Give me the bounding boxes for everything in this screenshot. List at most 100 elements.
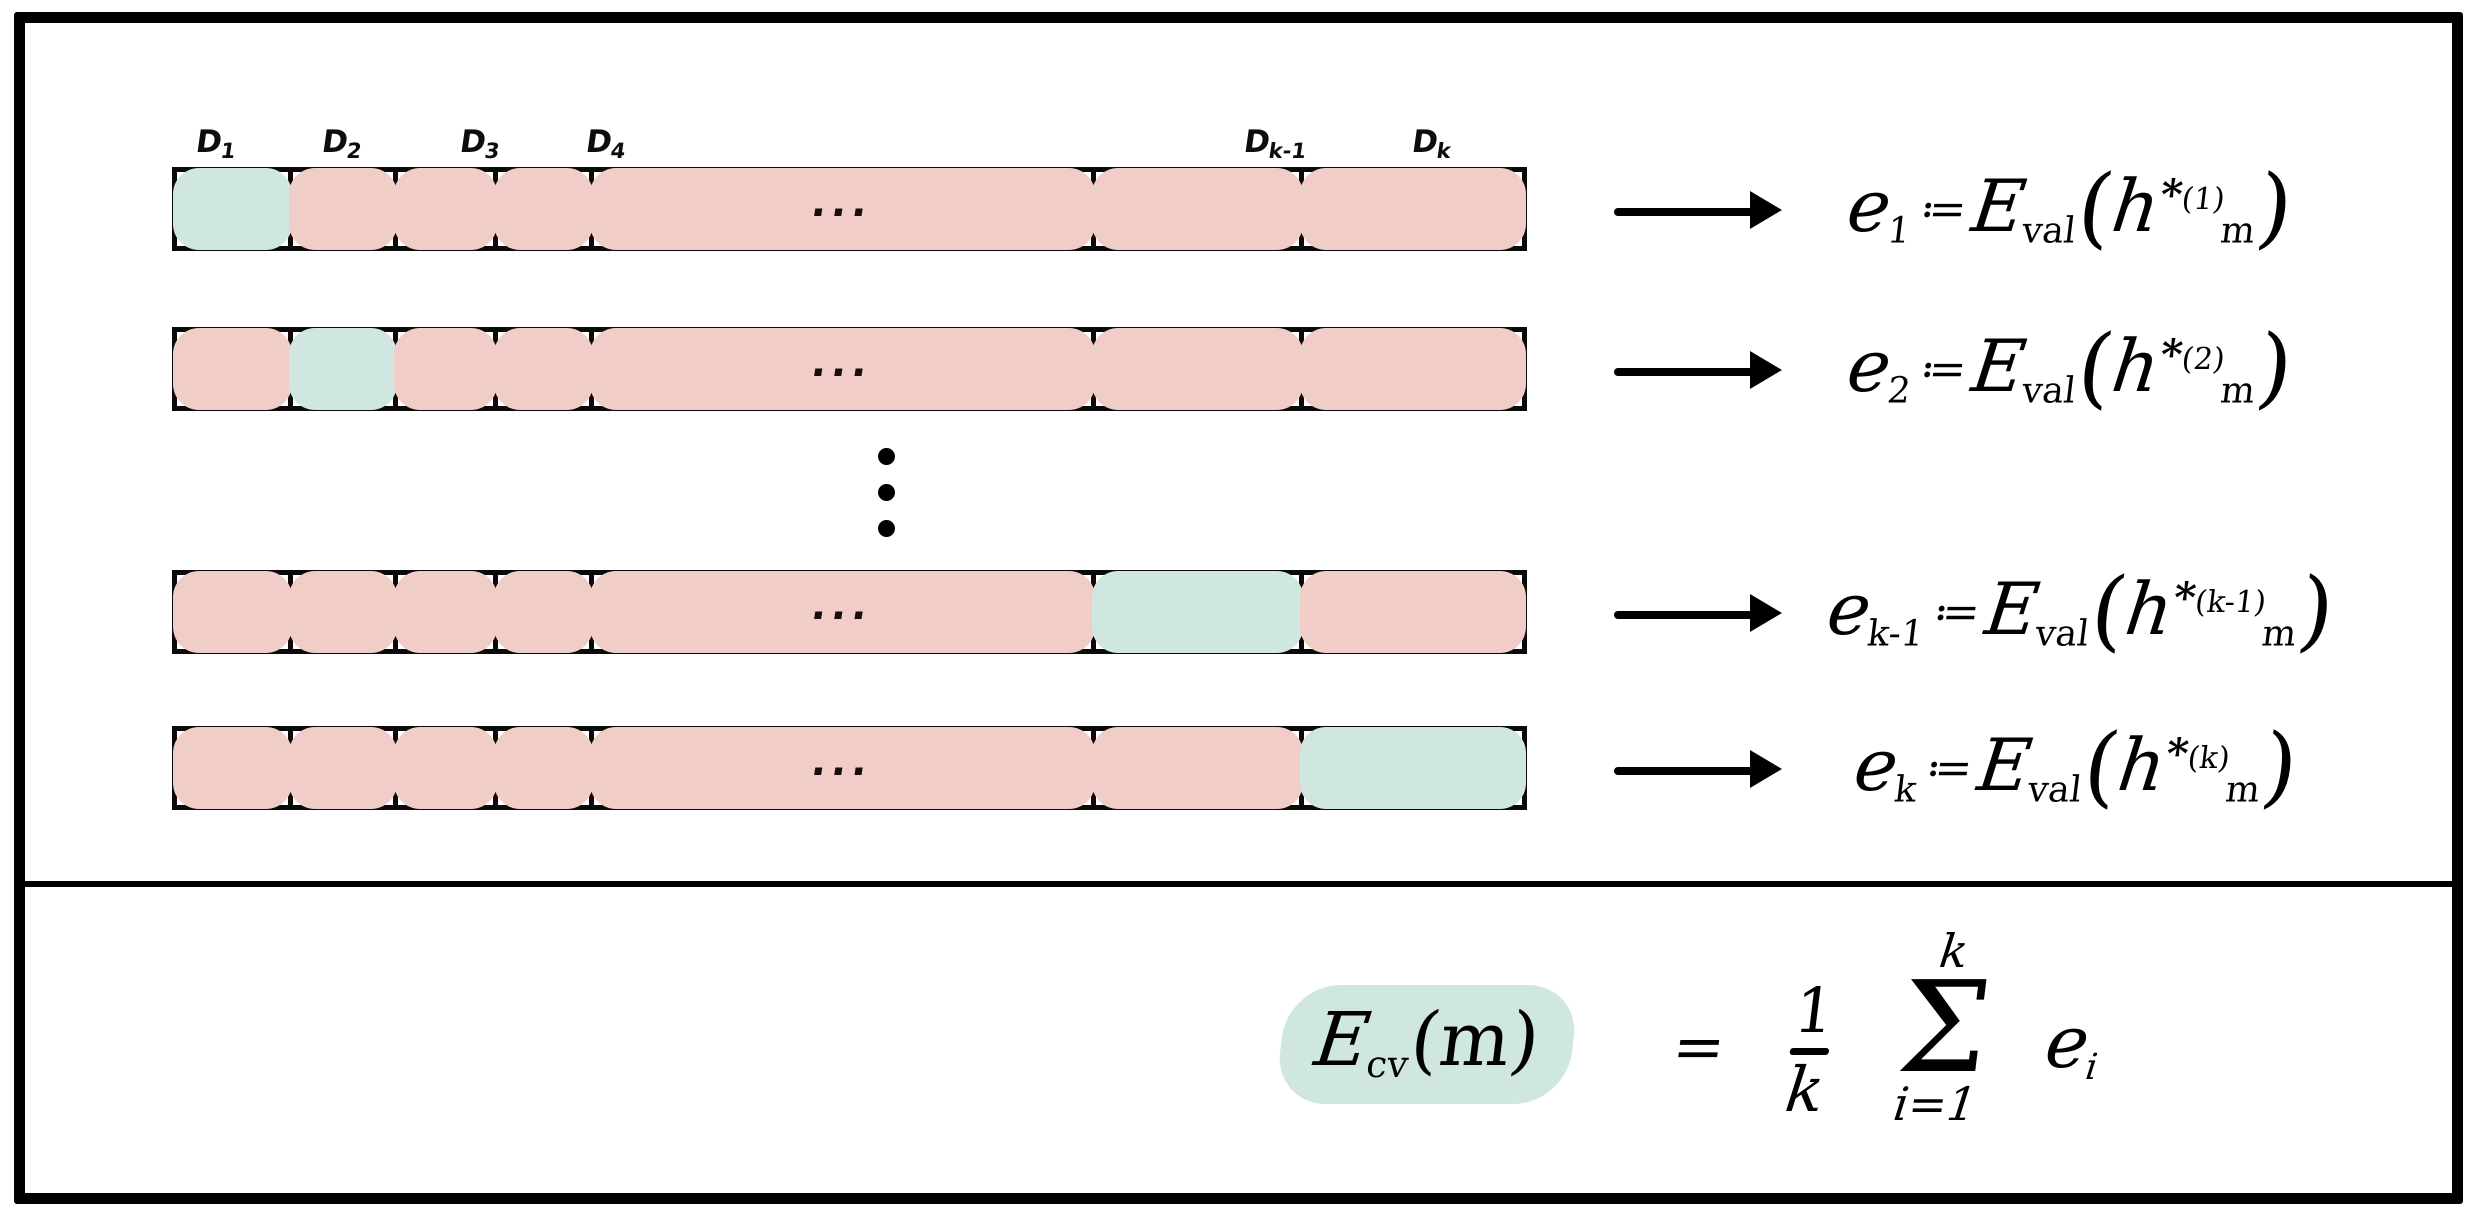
fold-cell-train[interactable]: [1300, 328, 1526, 410]
col-sub-3: 3: [483, 138, 502, 163]
ellipsis-glyph: ...: [808, 180, 877, 226]
fraction-denominator: k: [1781, 1053, 1829, 1126]
formula-arg-base: h: [2107, 323, 2165, 408]
formula-fn-sub: val: [2019, 370, 2078, 412]
formula-arg-sup: (2): [2179, 342, 2227, 378]
summand: ei: [2041, 1000, 2106, 1088]
column-label-d4: D4: [583, 124, 628, 163]
fold-bar: ...: [172, 570, 1527, 654]
formula-lhs-sub: 1: [1885, 210, 1913, 252]
column-label-dk: Dk: [1409, 124, 1453, 163]
fold-cell-train[interactable]: [1091, 727, 1305, 809]
fold-cell-train[interactable]: [393, 571, 499, 653]
fold-cell-ellipsis[interactable]: ...: [589, 328, 1096, 410]
cv-error-sub: cv: [1363, 1043, 1411, 1087]
fold-cell-train[interactable]: [1300, 571, 1526, 653]
fold-cell-train[interactable]: [393, 727, 499, 809]
arrow-right-icon-3: [1614, 594, 1782, 634]
col-sub-1: 1: [219, 138, 238, 163]
fold-cell-validation[interactable]: [173, 168, 293, 250]
ellipsis-glyph: ...: [808, 739, 877, 785]
fold-bar: ...: [172, 327, 1527, 411]
column-label-d3: D3: [457, 124, 502, 163]
formula-e1: e1≔Eval(h*(1)m): [1842, 155, 2299, 258]
vertical-ellipsis-dot: [878, 484, 895, 501]
fold-cell-train[interactable]: [494, 168, 594, 250]
formula-arg-base: h: [2121, 566, 2178, 651]
fold-cell-train[interactable]: [1300, 168, 1526, 250]
col-sub-k: k: [1435, 138, 1453, 163]
fold-cell-train[interactable]: [288, 727, 398, 809]
fold-cell-train[interactable]: [1091, 328, 1305, 410]
fold-cell-train[interactable]: [494, 571, 594, 653]
sigma-icon: Σ: [1890, 954, 1999, 1101]
arrow-right-icon-1: [1614, 191, 1782, 231]
arrow-shaft: [1614, 767, 1764, 775]
col-sub-2: 2: [345, 138, 364, 163]
fold-cell-ellipsis[interactable]: ...: [589, 571, 1096, 653]
fold-cell-train[interactable]: [173, 328, 293, 410]
fold-cell-train[interactable]: [288, 168, 398, 250]
arrow-head: [1750, 351, 1782, 389]
section-divider: [25, 881, 2463, 887]
fold-cell-validation[interactable]: [288, 328, 398, 410]
fold-cell-train[interactable]: [494, 328, 594, 410]
vertical-ellipsis-dot: [878, 520, 895, 537]
col-sub-4: 4: [609, 138, 628, 163]
fold-bar: ...: [172, 167, 1527, 251]
vertical-ellipsis-dot: [878, 448, 895, 465]
formula-relation: ≔: [1917, 342, 1969, 395]
formula-lhs-sub: k-1: [1865, 613, 1927, 655]
arrow-shaft: [1614, 208, 1764, 216]
vertical-ellipsis-icon: [878, 448, 898, 537]
column-label-d2: D2: [319, 124, 364, 163]
column-label-d1: D1: [193, 124, 238, 163]
equals-sign: =: [1668, 1010, 1730, 1083]
fold-cell-train[interactable]: [393, 328, 499, 410]
fold-cell-train[interactable]: [173, 571, 293, 653]
fold-cell-train[interactable]: [173, 727, 293, 809]
arrow-right-icon-2: [1614, 351, 1782, 391]
formula-fn-sub: val: [2019, 210, 2078, 252]
formula-relation: ≔: [1922, 741, 1975, 794]
fold-cell-ellipsis[interactable]: ...: [589, 727, 1096, 809]
fraction-numerator: 1: [1790, 974, 1839, 1047]
fold-cell-ellipsis[interactable]: ...: [589, 168, 1096, 250]
fold-cell-train[interactable]: [393, 168, 499, 250]
fold-cell-validation[interactable]: [1300, 727, 1526, 809]
formula-fn-sub: val: [2025, 769, 2084, 811]
formula-arg-sub: m: [2223, 769, 2263, 811]
arrow-head: [1750, 191, 1782, 229]
arrow-shaft: [1614, 368, 1764, 376]
formula-arg-sup: (k-1): [2193, 585, 2269, 621]
formula-relation: ≔: [1930, 585, 1982, 638]
arrow-head: [1750, 750, 1782, 788]
outer-frame: [14, 12, 2463, 1204]
formula-arg-sup: (k): [2185, 741, 2232, 777]
formula-e2: e2≔Eval(h*(2)m): [1842, 315, 2299, 418]
cv-error-highlight: Ecv(m): [1273, 985, 1580, 1105]
arrow-right-icon-4: [1614, 750, 1782, 790]
column-label-dk-minus-1: Dk-1: [1241, 124, 1308, 163]
sum-lower-limit: i=1: [1890, 1077, 1980, 1132]
column-labels: D1 D2 D3 D4 Dk-1 Dk: [172, 111, 1527, 163]
fold-cell-validation[interactable]: [1091, 571, 1305, 653]
formula-ek: ek≔Eval(h*(k)m): [1849, 714, 2304, 817]
arrow-shaft: [1614, 611, 1764, 619]
cv-error-arg: (m): [1405, 997, 1545, 1083]
fold-bar: ...: [172, 726, 1527, 810]
ellipsis-glyph: ...: [808, 583, 877, 629]
fold-cell-train[interactable]: [1091, 168, 1305, 250]
fold-cell-train[interactable]: [494, 727, 594, 809]
formula-arg-sub: m: [2218, 370, 2258, 412]
formula-arg-base: h: [2107, 163, 2165, 248]
formula-fn-sub: val: [2032, 613, 2092, 655]
formula-lhs-sub: 2: [1885, 370, 1913, 412]
formula-arg-sub: m: [2259, 613, 2299, 655]
fold-cell-train[interactable]: [288, 571, 398, 653]
formula-arg-sup: (1): [2179, 182, 2227, 218]
ellipsis-glyph: ...: [808, 340, 877, 386]
col-sub-km1: k-1: [1267, 138, 1308, 163]
formula-arg-sub: m: [2218, 210, 2258, 252]
